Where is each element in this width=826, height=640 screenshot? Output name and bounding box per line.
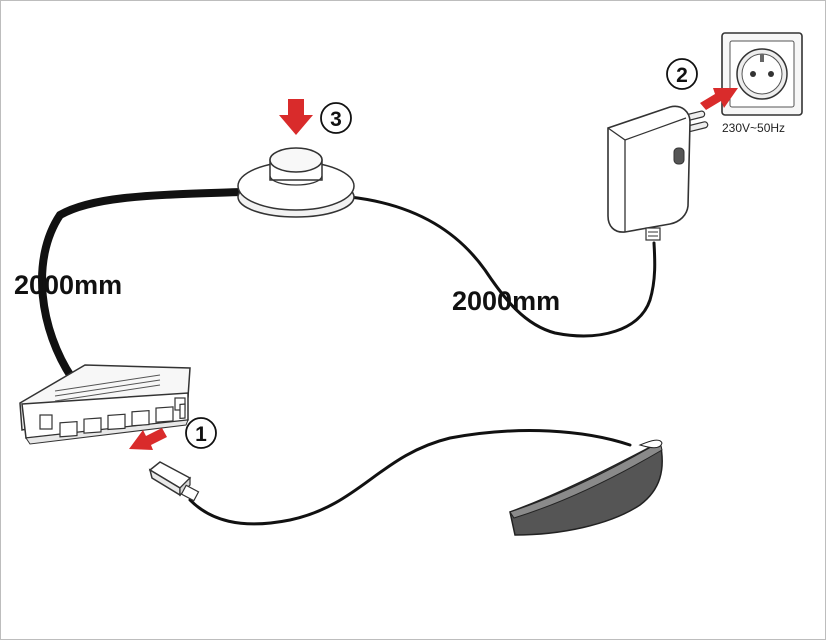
cable-right-length-label: 2000mm: [452, 286, 560, 316]
cable-left-length-label: 2000mm: [14, 270, 122, 300]
lamp-plug-connector: [148, 461, 200, 502]
cable-switch-to-adapter: [348, 195, 657, 338]
step-3-label: 3: [330, 108, 342, 131]
step-2-badge: 2: [666, 58, 698, 90]
power-adapter: [607, 105, 709, 241]
arrow-step-1-icon: [129, 428, 167, 450]
step-1-label: 1: [195, 423, 207, 446]
wall-socket: [721, 32, 803, 116]
step-2-label: 2: [676, 64, 688, 87]
arrow-step-2-icon: [700, 88, 738, 110]
led-lamp: [509, 439, 663, 536]
cable-plug-to-lamp: [188, 429, 632, 526]
distribution-hub: [19, 364, 191, 445]
foot-switch: [237, 147, 355, 218]
arrow-step-3-icon: [279, 99, 313, 135]
step-3-badge: 3: [320, 102, 352, 134]
cable-hub-to-switch: [38, 188, 244, 382]
voltage-label: 230V~50Hz: [722, 121, 785, 135]
step-1-badge: 1: [185, 417, 217, 449]
